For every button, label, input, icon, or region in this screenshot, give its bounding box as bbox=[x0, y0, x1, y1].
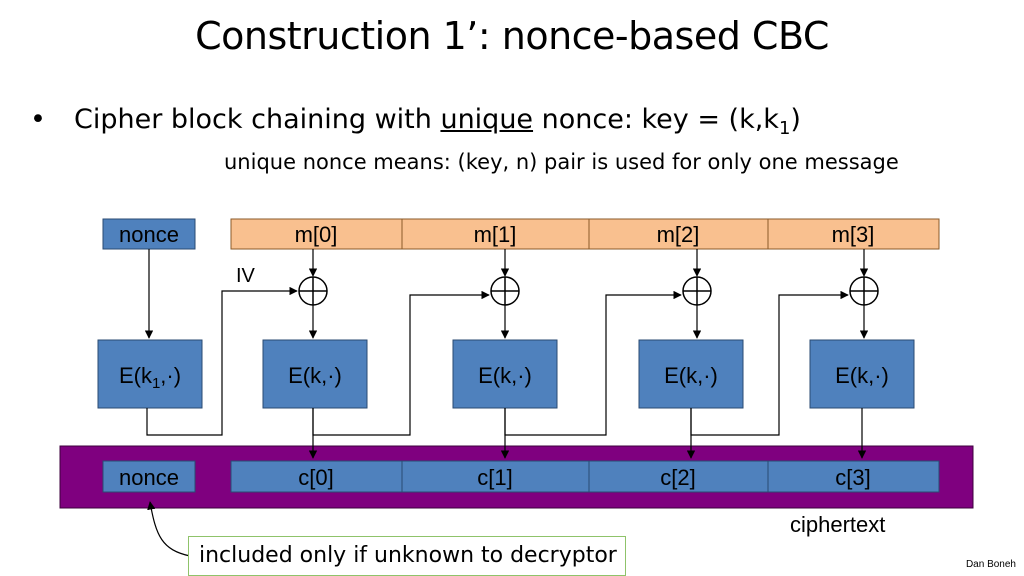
cipher-label: c[0] bbox=[298, 465, 333, 490]
ciphertext-label: ciphertext bbox=[790, 512, 886, 537]
author-credit: Dan Boneh bbox=[965, 559, 1016, 570]
encryptor-label: E(k,·) bbox=[288, 363, 342, 388]
bullet-underlined-word: unique bbox=[440, 104, 534, 135]
cipher-label: c[2] bbox=[660, 465, 695, 490]
unique-nonce-explanation: unique nonce means: (key, n) pair is use… bbox=[224, 150, 899, 174]
nonce-output-label: nonce bbox=[119, 465, 179, 490]
message-label: m[2] bbox=[657, 222, 700, 247]
cipher-block bbox=[767, 460, 940, 493]
nonce-input-box bbox=[102, 218, 196, 250]
encryptor-label: E(k,·) bbox=[478, 363, 532, 388]
nonce-output-box bbox=[102, 460, 196, 493]
bullet-text-before: Cipher block chaining with bbox=[74, 104, 441, 135]
key-subscript: 1 bbox=[778, 118, 791, 139]
message-block bbox=[588, 218, 769, 250]
nonce-note-callout: included only if unknown to decryptor bbox=[188, 536, 626, 576]
xor-icon bbox=[490, 276, 520, 306]
cipher-block bbox=[588, 460, 769, 493]
note-pointer bbox=[147, 501, 191, 557]
nonce-encryptor-block bbox=[97, 339, 203, 409]
message-label: m[1] bbox=[474, 222, 517, 247]
nonce-input-label: nonce bbox=[119, 222, 179, 247]
message-block bbox=[401, 218, 590, 250]
cipher-label: c[3] bbox=[835, 465, 870, 490]
bullet-point: • Cipher block chaining with unique nonce… bbox=[30, 104, 801, 139]
xor-icon bbox=[682, 276, 712, 306]
cipher-block bbox=[401, 460, 590, 493]
encryptor-block bbox=[809, 339, 915, 409]
encryptor-block bbox=[638, 339, 744, 409]
message-row: m[0] m[1] m[2] m[3] bbox=[230, 218, 940, 250]
encryptor-block bbox=[452, 339, 558, 409]
cipher-label: c[1] bbox=[477, 465, 512, 490]
bullet-text-after: nonce: key = (k,k bbox=[533, 104, 779, 135]
bullet-symbol: • bbox=[30, 104, 46, 135]
slide-title: Construction 1’: nonce-based CBC bbox=[195, 14, 829, 58]
encryptor-block bbox=[262, 339, 368, 409]
message-block bbox=[767, 218, 940, 250]
message-block bbox=[230, 218, 403, 250]
xor-icon bbox=[298, 276, 328, 306]
nonce-encryptor-label: E(k1,·) bbox=[119, 363, 181, 392]
iv-label: IV bbox=[236, 265, 256, 287]
message-label: m[0] bbox=[295, 222, 338, 247]
encryptor-row: E(k1,·) E(k,·) E(k,·) E(k,·) E(k,·) bbox=[97, 339, 915, 409]
message-label: m[3] bbox=[832, 222, 875, 247]
xor-icon bbox=[849, 276, 879, 306]
ciphertext-row: c[0] c[1] c[2] c[3] bbox=[230, 460, 940, 493]
encryptor-label: E(k,·) bbox=[835, 363, 889, 388]
cipher-block bbox=[230, 460, 403, 493]
bullet-close: ) bbox=[790, 104, 801, 135]
encryptor-label: E(k,·) bbox=[664, 363, 718, 388]
encryptor-subscript: 1 bbox=[152, 375, 160, 392]
